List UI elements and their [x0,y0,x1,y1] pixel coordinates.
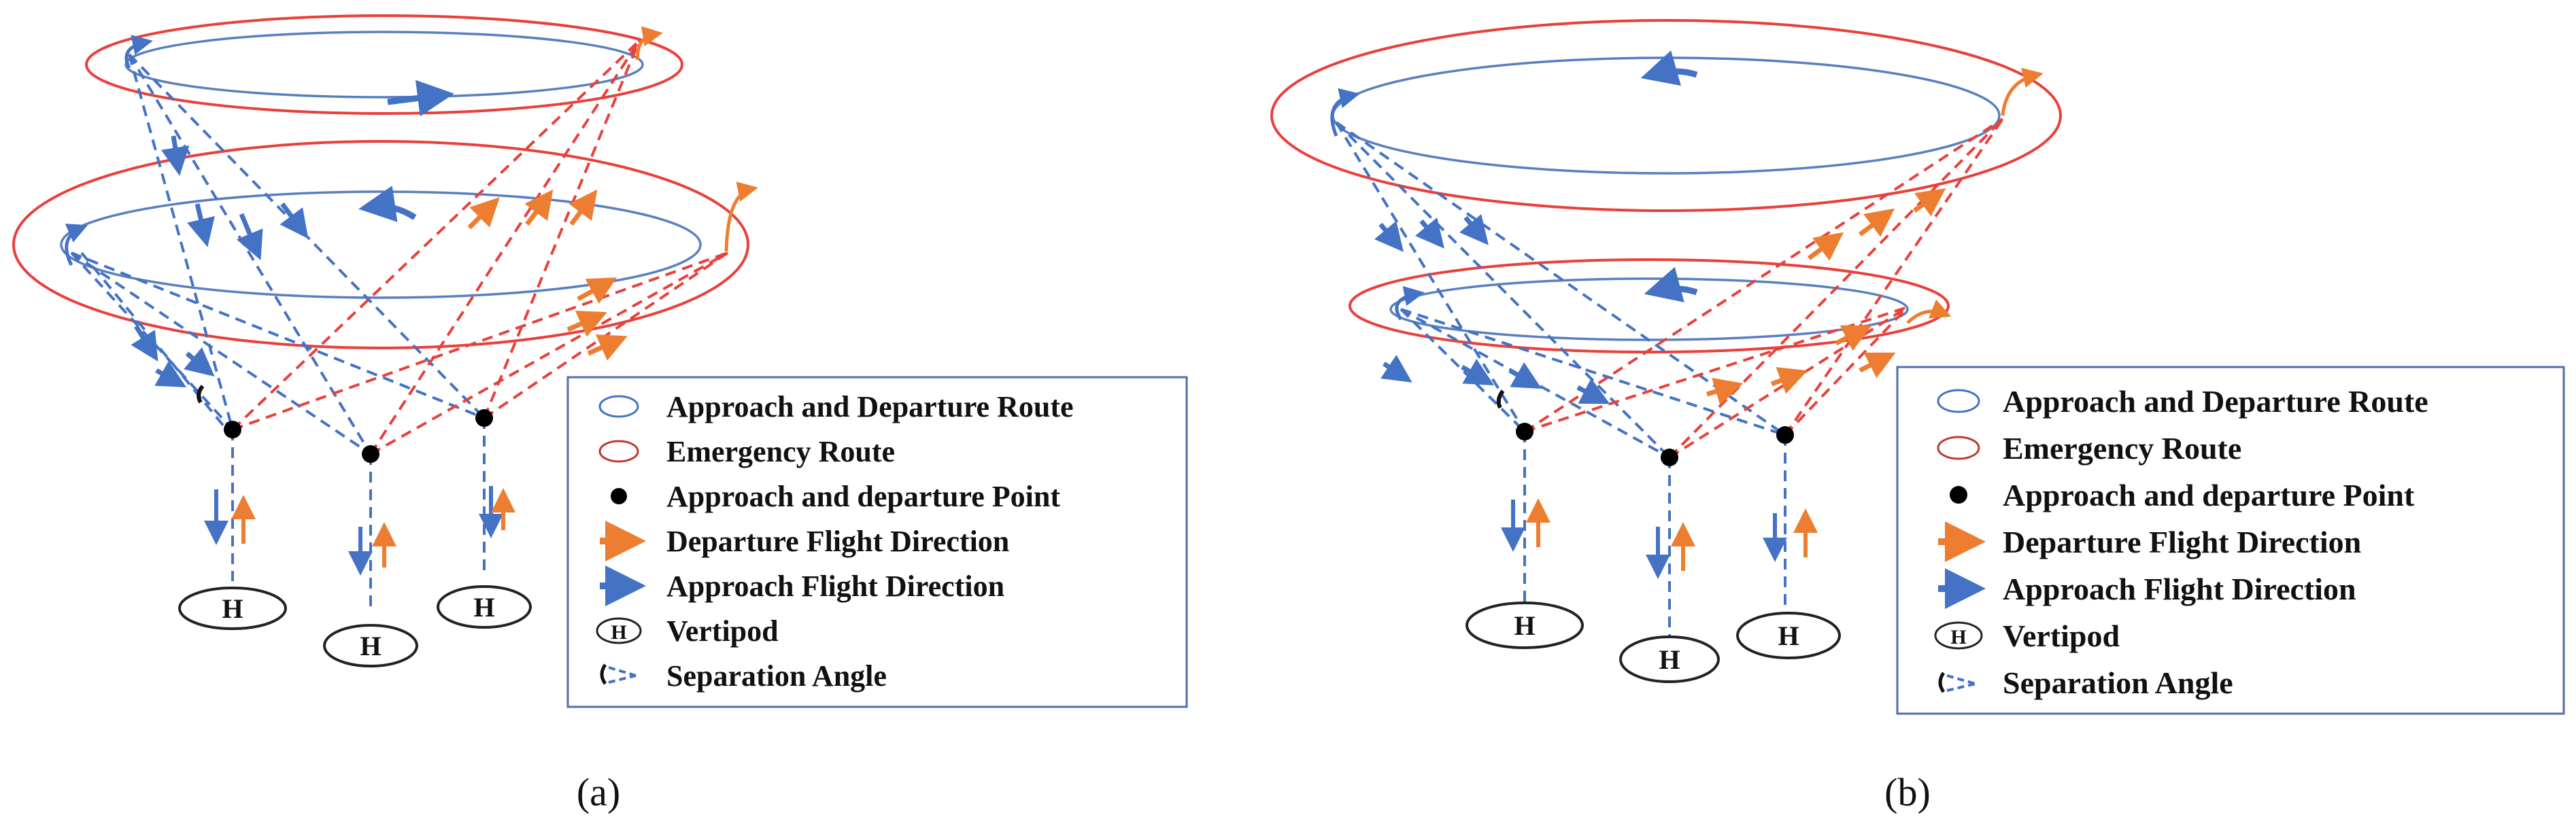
emergency-route-upper [85,14,683,115]
legend-item-approach-route: Approach and Departure Route [666,390,1074,423]
legend-box [1896,366,2565,715]
legend-item-departure: Departure Flight Direction [666,525,1009,558]
vertical-arrows [204,486,515,576]
vertipod-2: H [1619,635,1720,683]
legend-vertipod-label: H [1950,626,1966,648]
approach-direction-arrows [1374,214,1610,404]
legend-b: Approach and Departure Route Emergency R… [1896,366,2565,715]
hook-blue-lower [65,224,88,266]
approach-departure-point-3 [475,409,493,427]
h-ellipse-icon [1934,621,1983,650]
approach-departure-point-2 [1661,449,1678,466]
vertical-arrows [1501,498,1818,579]
vertipod-label: H [222,593,243,624]
hook-orange-lower [1906,299,1952,324]
hook-orange-lower [724,181,758,252]
approach-departure-route-upper [124,31,644,99]
approach-departure-point-2 [362,445,379,463]
panel-caption: (a) [577,770,620,814]
departure-direction-arrows [467,189,628,361]
separation-angle-mark [1496,389,1505,409]
approach-departure-point-1 [1516,423,1533,440]
legend-box [566,376,1188,708]
emergency-route-lower [12,140,749,349]
vertipod-label: H [473,592,494,623]
vertipod-label: H [1659,644,1680,675]
legend-vertipod-label: H [611,621,626,644]
legend-item-emergency-route: Emergency Route [666,435,895,468]
h-ellipse-icon [596,617,642,644]
legend-item-separation: Separation Angle [666,659,887,693]
legend-item-point: Approach and departure Point [666,480,1060,513]
legend-item-vertipod: Vertipod [666,614,779,648]
separation-angle-mark [197,385,205,404]
approach-departure-route-upper [1332,56,2001,175]
emergency-route-upper [1270,19,2062,212]
hook-blue-upper [124,35,153,69]
red-ellipse-icon [1937,436,1980,460]
rotation-arrow-lower [358,186,417,222]
departure-direction-arrows [1706,188,1946,406]
panel-caption: (b) [1884,770,1931,814]
approach-departure-route-lower [1389,277,1909,341]
legend-item-emergency-route: Emergency Route [2003,431,2241,466]
vertipod-label: H [1514,610,1535,641]
legend-item-approach: Approach Flight Direction [2003,572,2356,606]
panel-a: H H H Approach and Departure Route Emerg… [12,14,1188,814]
black-dot-icon [1950,486,1967,504]
rotation-arrow-lower [1644,266,1698,302]
separation-angle-icon [1938,672,1976,693]
approach-lines [70,53,486,612]
vertipod-1: H [1465,602,1584,649]
black-dot-icon [611,488,627,504]
emergency-route-lower [1349,258,1950,353]
legend-item-separation: Separation Angle [2003,665,2233,700]
hook-blue-lower [1395,285,1425,321]
legend-a: Approach and Departure Route Emergency R… [566,376,1188,708]
vertipod-label: H [1778,621,1799,651]
legend-item-approach-route: Approach and Departure Route [2003,384,2428,419]
panel-b: H H H Approach and Departure Route Emerg… [1270,19,2565,814]
legend-item-point: Approach and departure Point [2003,478,2415,512]
approach-lines [1335,121,1786,639]
hook-orange-upper [2001,67,2044,116]
vertipod-1: H [178,587,287,630]
blue-ellipse-icon [1937,389,1980,413]
vertipod-2: H [323,624,418,667]
approach-departure-point-1 [224,421,241,438]
legend-item-vertipod: Vertipod [2003,619,2120,653]
hook-blue-upper [1330,88,1360,137]
vertipod-3: H [1736,612,1841,659]
legend-item-approach: Approach Flight Direction [666,570,1004,603]
vertipod-label: H [360,631,381,661]
legend-item-departure: Departure Flight Direction [2003,525,2361,559]
rotation-arrow-upper [387,80,454,117]
approach-direction-arrows [131,135,309,387]
red-ellipse-icon [598,440,639,463]
separation-angle-icon [600,663,637,685]
approach-departure-point-3 [1776,426,1794,444]
rotation-arrow-upper [1640,50,1698,86]
vertipod-3: H [437,585,532,629]
blue-ellipse-icon [598,395,639,418]
hook-orange-upper [636,26,663,60]
